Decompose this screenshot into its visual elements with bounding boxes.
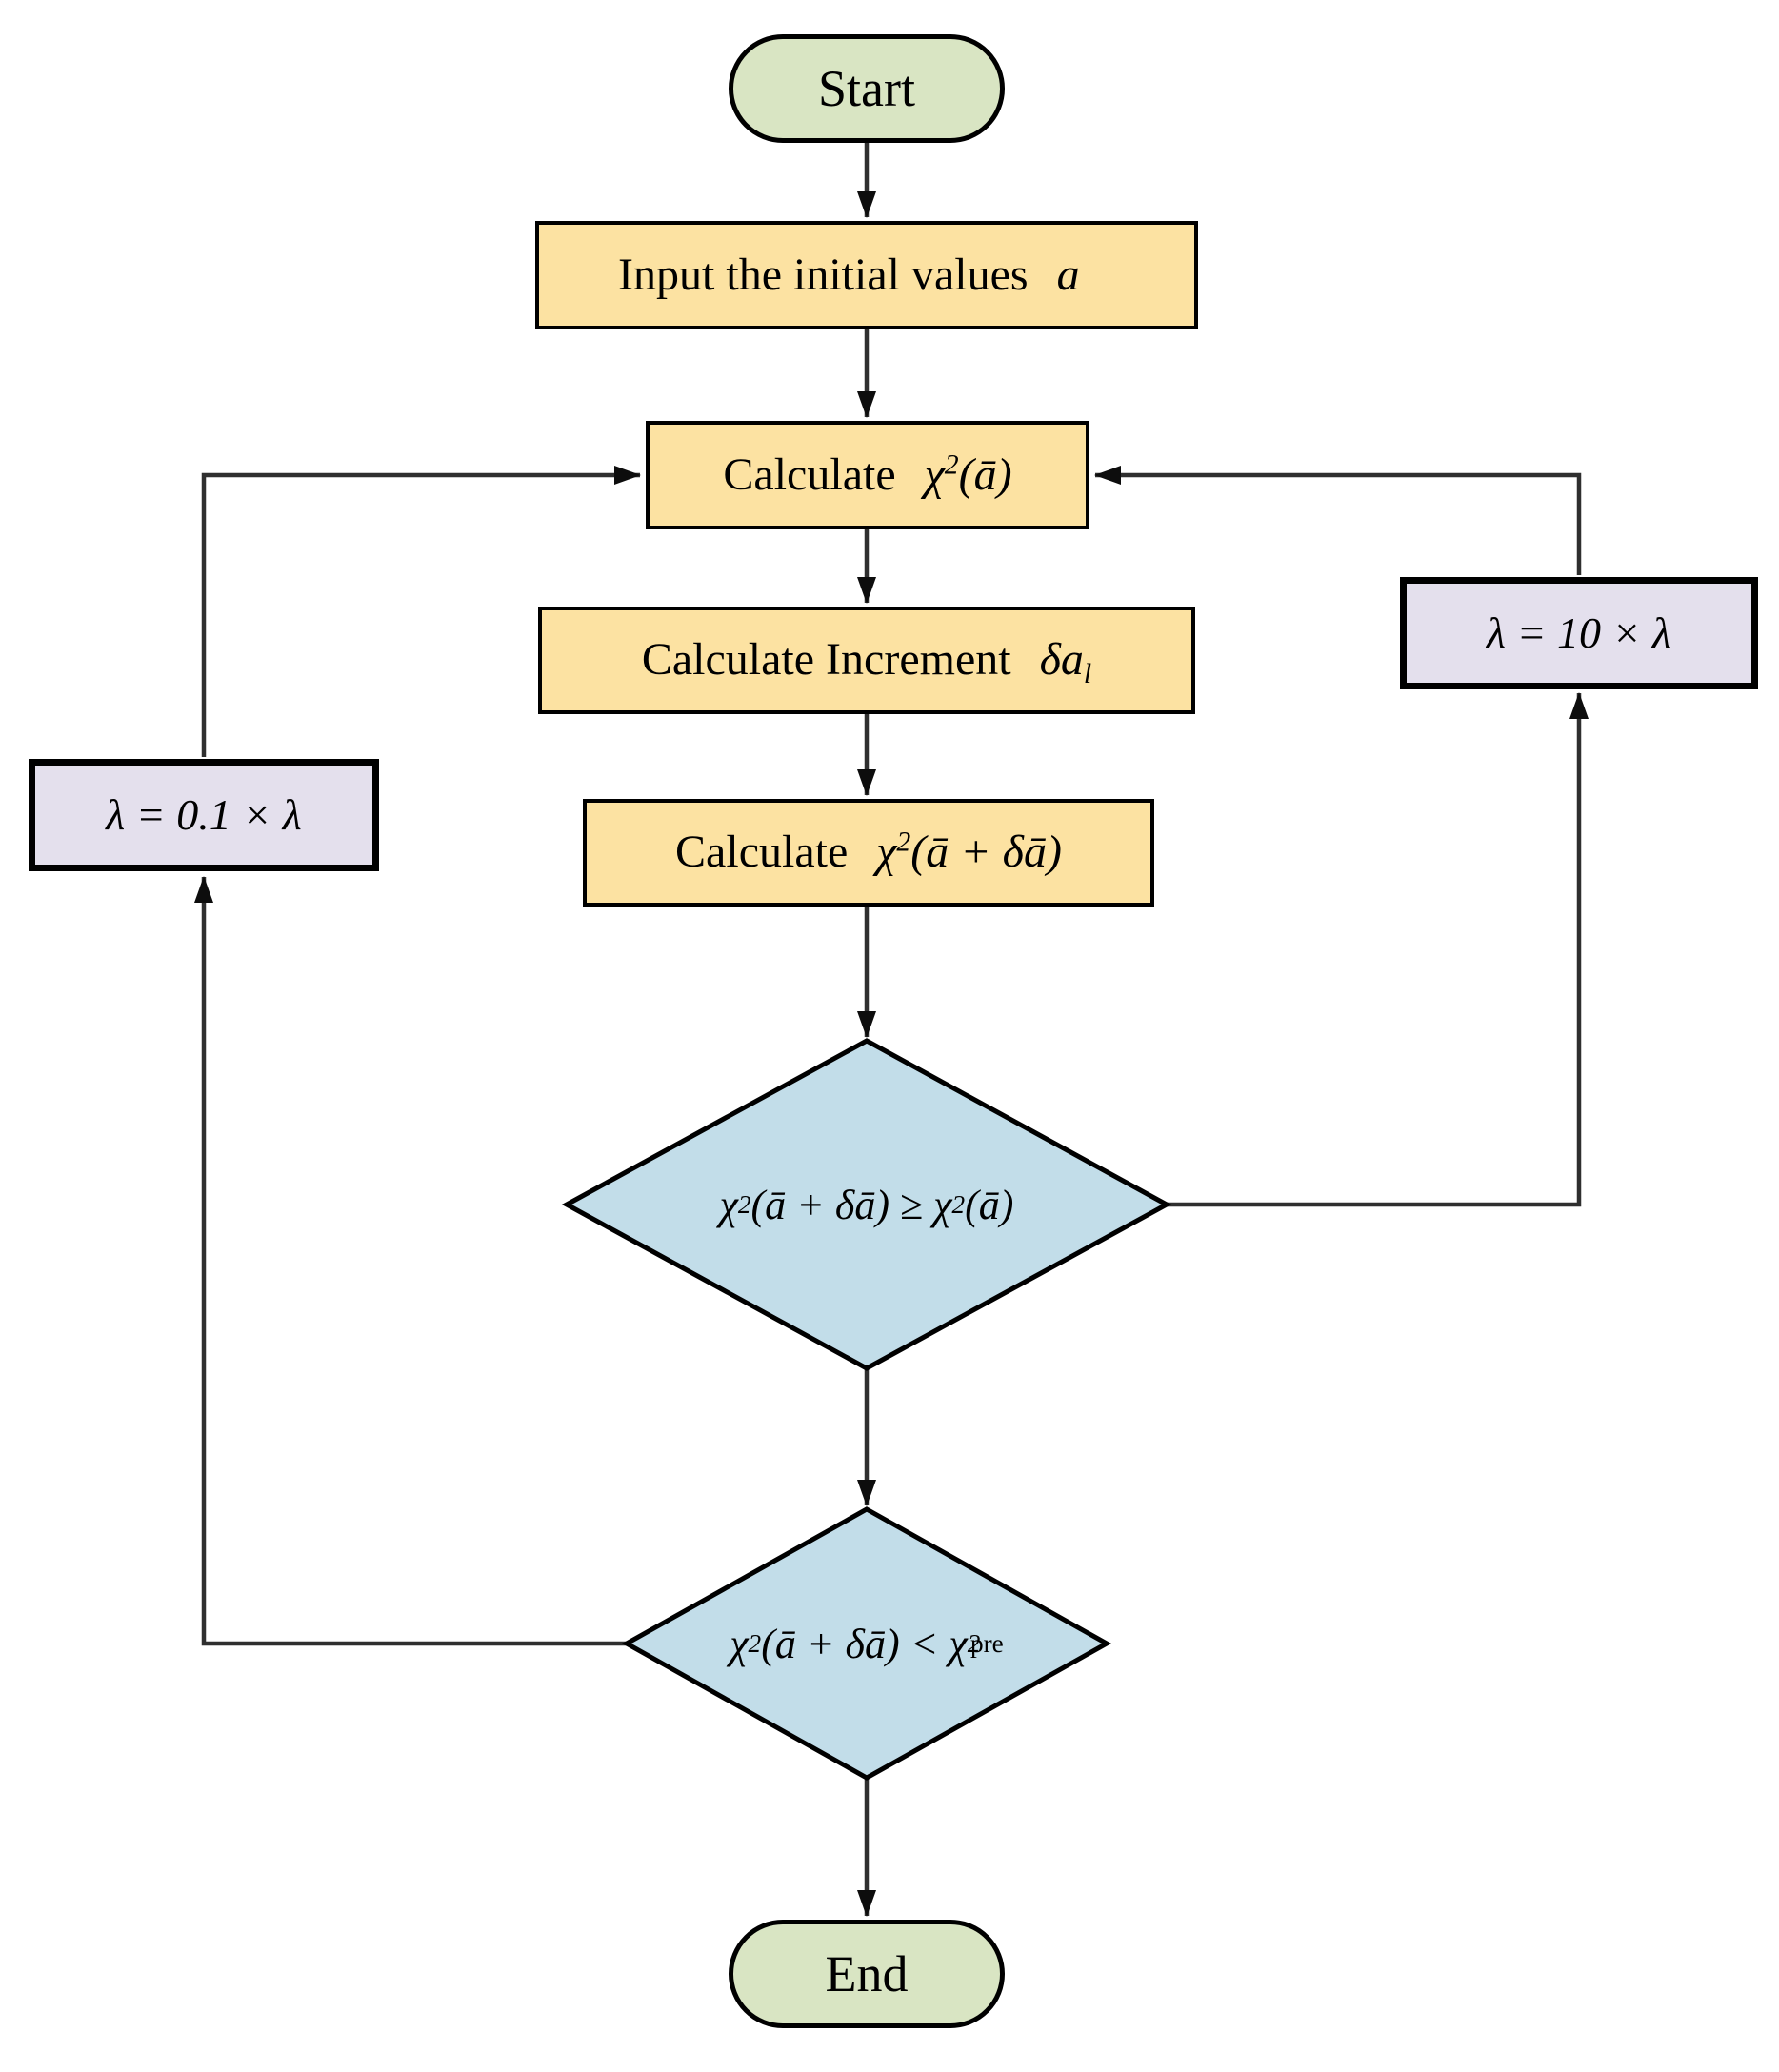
end-node: End [729, 1920, 1005, 2028]
calculate-chi-new-math: χ2(ā + δā) [876, 826, 1062, 878]
lambda-decrease-math: λ = 0.1 × λ [106, 789, 302, 839]
calculate-chi-math: χ2(ā) [924, 448, 1012, 500]
calculate-chi-label: Calculate [723, 448, 896, 500]
process-input-initial-values: Input the initial values a⃗ [535, 221, 1198, 329]
connector-lambda-increase-to-calc-chi [1094, 466, 1582, 575]
decision-worse-shape [561, 1038, 1172, 1371]
calculate-chi-new-label: Calculate [675, 827, 849, 878]
end-label: End [825, 1944, 909, 2002]
process-lambda-increase: λ = 10 × λ [1400, 577, 1758, 689]
process-calculate-chi-new: Calculate χ2(ā + δā) [583, 799, 1154, 906]
connector-decision-worse-to-lambda-increase [1167, 692, 1589, 1207]
decision-converged-shape [621, 1506, 1112, 1781]
process-calculate-increment: Calculate Increment δal [538, 607, 1195, 714]
connector-lambda-decrease-to-calc-chi [201, 466, 641, 757]
lambda-increase-math: λ = 10 × λ [1487, 608, 1671, 657]
connector-decision-converged-to-lambda-decrease [194, 876, 627, 1646]
calculate-increment-label: Calculate Increment [641, 634, 1011, 686]
input-initial-label: Input the initial values [618, 249, 1029, 300]
start-label: Start [818, 59, 915, 117]
start-node: Start [729, 34, 1005, 143]
calculate-increment-math: δal [1039, 634, 1092, 690]
process-calculate-chi: Calculate χ2(ā) [646, 421, 1089, 529]
input-initial-math: a⃗ [1056, 249, 1115, 300]
process-lambda-decrease: λ = 0.1 × λ [29, 759, 379, 871]
